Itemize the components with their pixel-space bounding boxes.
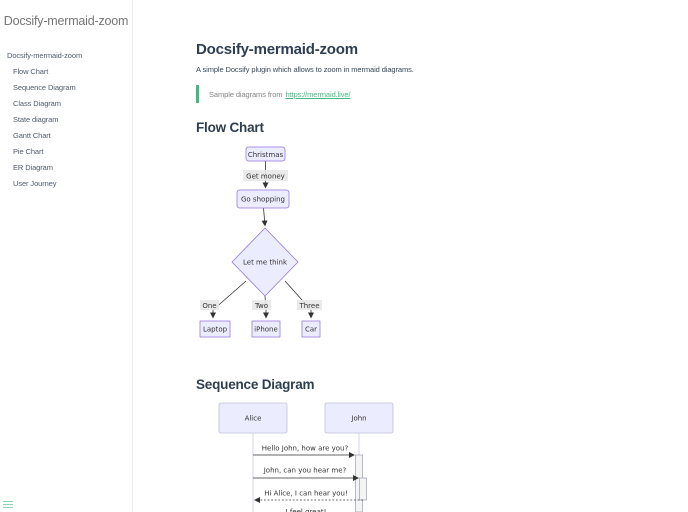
node-go-shopping — [236, 189, 290, 209]
node-christmas — [245, 146, 286, 162]
edge-label-get-money: Get money — [246, 173, 285, 181]
actor-john — [324, 402, 394, 434]
sidebar-item-sequence-diagram[interactable]: Sequence Diagram — [13, 83, 76, 92]
flow-chart-heading: Flow Chart — [196, 120, 264, 135]
edge-goshopping-think — [261, 207, 268, 227]
mermaid-live-link[interactable]: https://mermaid.live/ — [285, 89, 351, 99]
message-2: John, can you hear me? — [263, 467, 347, 475]
edge-label-two: Two — [254, 302, 268, 310]
node-let-me-think — [231, 227, 299, 297]
sidebar-item-er-diagram[interactable]: ER Diagram — [13, 163, 53, 172]
intro-paragraph: A simple Docsify plugin which allows to … — [196, 65, 414, 74]
svg-text:Let me think: Let me think — [243, 259, 288, 267]
actor-alice — [218, 402, 288, 434]
sidebar-item-class-diagram[interactable]: Class Diagram — [13, 99, 61, 108]
sidebar: Docsify-mermaid-zoom Docsify-mermaid-zoo… — [0, 0, 133, 512]
node-laptop — [199, 320, 231, 338]
note-blockquote: Sample diagrams from https://mermaid.liv… — [196, 85, 351, 103]
edge-label-one: One — [202, 302, 216, 310]
hamburger-icon — [3, 500, 13, 503]
message-3: Hi Alice, I can hear you! — [264, 490, 348, 498]
sidebar-nav: Docsify-mermaid-zoom Flow Chart Sequence… — [0, 48, 132, 192]
svg-text:Christmas: Christmas — [248, 151, 284, 159]
svg-text:Alice: Alice — [245, 415, 262, 423]
svg-text:Car: Car — [305, 326, 317, 334]
sidebar-item-gantt-chart[interactable]: Gantt Chart — [13, 131, 51, 140]
svg-text:John: John — [350, 415, 366, 423]
note-text: Sample diagrams from — [209, 89, 283, 99]
message-4: I feel great! — [286, 508, 327, 512]
sidebar-item-state-diagram[interactable]: State diagram — [13, 115, 59, 124]
sidebar-item-pie-chart[interactable]: Pie Chart — [13, 147, 44, 156]
sidebar-toggle-button[interactable] — [2, 498, 16, 511]
edge-label-three: Three — [298, 302, 319, 310]
svg-text:Laptop: Laptop — [203, 326, 228, 334]
activation-john-2 — [359, 477, 367, 501]
svg-text:iPhone: iPhone — [254, 326, 278, 334]
node-car — [301, 320, 321, 338]
flow-chart-diagram[interactable]: Get money One Two Three Christmas Go sho… — [195, 142, 335, 344]
message-1: Hello John, how are you? — [262, 445, 349, 453]
sidebar-item-flow-chart[interactable]: Flow Chart — [13, 67, 49, 76]
sidebar-item-docsify-mermaid-zoom[interactable]: Docsify-mermaid-zoom — [7, 51, 83, 60]
main-content: Docsify-mermaid-zoom A simple Docsify pl… — [133, 0, 688, 512]
sequence-diagram-heading: Sequence Diagram — [196, 377, 315, 392]
page-title: Docsify-mermaid-zoom — [196, 41, 358, 58]
node-iphone — [251, 320, 281, 338]
sequence-diagram[interactable]: Alice John Hello John, how are you? John… — [205, 398, 405, 512]
svg-text:Go shopping: Go shopping — [241, 196, 285, 204]
app-name: Docsify-mermaid-zoom — [3, 14, 129, 28]
sidebar-item-user-journey[interactable]: User Journey — [13, 179, 57, 188]
